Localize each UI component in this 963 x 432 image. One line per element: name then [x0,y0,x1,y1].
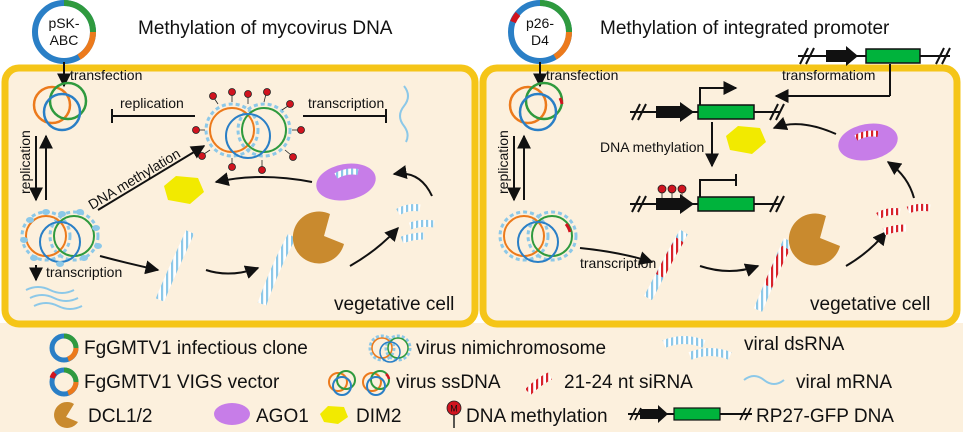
legend-dcl-icon [54,401,78,428]
left-title: Methylation of mycovirus DNA [138,18,393,39]
left-small-dsrna-icon [396,204,435,244]
left-transfection-label: transfection [70,67,142,83]
legend-gfp: RP27-GFP DNA [756,406,894,427]
right-title: Methylation of integrated promoter [600,18,890,39]
legend-mrna: viral mRNA [796,372,892,393]
plasmid-p26d4-icon [508,0,573,64]
right-promoter-dna-icon [630,81,785,122]
legend-sirna-icon [525,372,552,395]
left-transcription-bottom-label: transcription [46,264,122,280]
legend-ssdna-icon [328,370,391,396]
left-mrna-arrow [99,255,160,275]
legend-dcl: DCL1/2 [88,406,152,427]
right-ssdna-rings-icon [508,81,564,132]
legend-dsrna: viral dsRNA [744,334,845,355]
left-mrna-icon [25,286,83,310]
right-methylated-promoter-icon [630,174,785,214]
left-methylation-arrow [97,145,206,211]
legend-infectious-clone-icon [49,333,79,363]
right-minichromosome-icon [498,210,578,263]
right-sirna-pieces-icon [876,203,931,236]
legend-methylation-icon [446,400,462,428]
right-dna-methylation-label: DNA methylation [600,139,704,155]
left-minichromosome-icon [20,209,102,267]
left-cell-panel [1,64,479,328]
legend-dim-icon [320,406,348,424]
left-dcl-icon [292,211,344,264]
right-gfp-dna-top-icon [798,46,951,66]
legend-vigs-vector: FgGMTV1 VIGS vector [84,372,280,393]
legend-minichromosome-icon [368,334,412,363]
right-cell-label: vegetative cell [810,294,930,315]
left-mrna-top-icon [399,85,409,143]
legend-ago-icon [214,403,250,425]
legend-methyl-mark: M [450,404,458,414]
legend-vigs-vector-icon [49,367,79,397]
right-ago-icon [838,123,898,161]
legend-methylation: DNA methylation [466,406,608,427]
left-dim2-icon [164,176,204,204]
left-cell-label: vegetative cell [334,294,454,315]
right-plasmid-label-2: D4 [531,32,549,48]
left-ssdna-rings-icon [32,81,88,132]
legend-dim: DIM2 [356,406,401,427]
left-methylated-minichromosome-icon [192,88,305,174]
legend-ago: AGO1 [256,406,309,427]
right-plasmid-label-1: p26- [526,15,554,31]
right-transformation-label: transformatiom [782,67,875,83]
legend-infectious-clone: FgGMTV1 infectious clone [84,338,308,359]
left-replication-side-label: replication [17,130,33,194]
left-replication-top-label: replication [120,95,184,111]
left-dsrna-dcl-icon [257,233,296,306]
right-transcription-label: transcription [580,255,656,271]
left-plasmid-label-1: pSK- [48,15,79,31]
left-ago-icon [316,163,376,201]
legend-mrna-icon [743,375,785,385]
left-transcription-top-label: transcription [308,95,384,111]
legend-ssdna: virus ssDNA [396,372,501,393]
legend-minichromosome: virus nimichromosome [416,338,606,359]
plasmid-pskabc-icon [32,0,97,64]
right-transfection-label: transfection [546,67,618,83]
legend-gfp-dna-icon [628,405,752,423]
legend-dsrna-icon [662,336,732,360]
legend-background [0,323,963,432]
right-dim2-icon [726,126,766,154]
left-plasmid-label-2: ABC [50,32,79,48]
right-replication-side-label: replication [495,130,511,194]
left-dsrna-icon [155,230,195,302]
legend-sirna: 21-24 nt siRNA [564,372,693,393]
right-cell-panel [479,64,961,328]
right-dcl-icon [788,213,840,266]
